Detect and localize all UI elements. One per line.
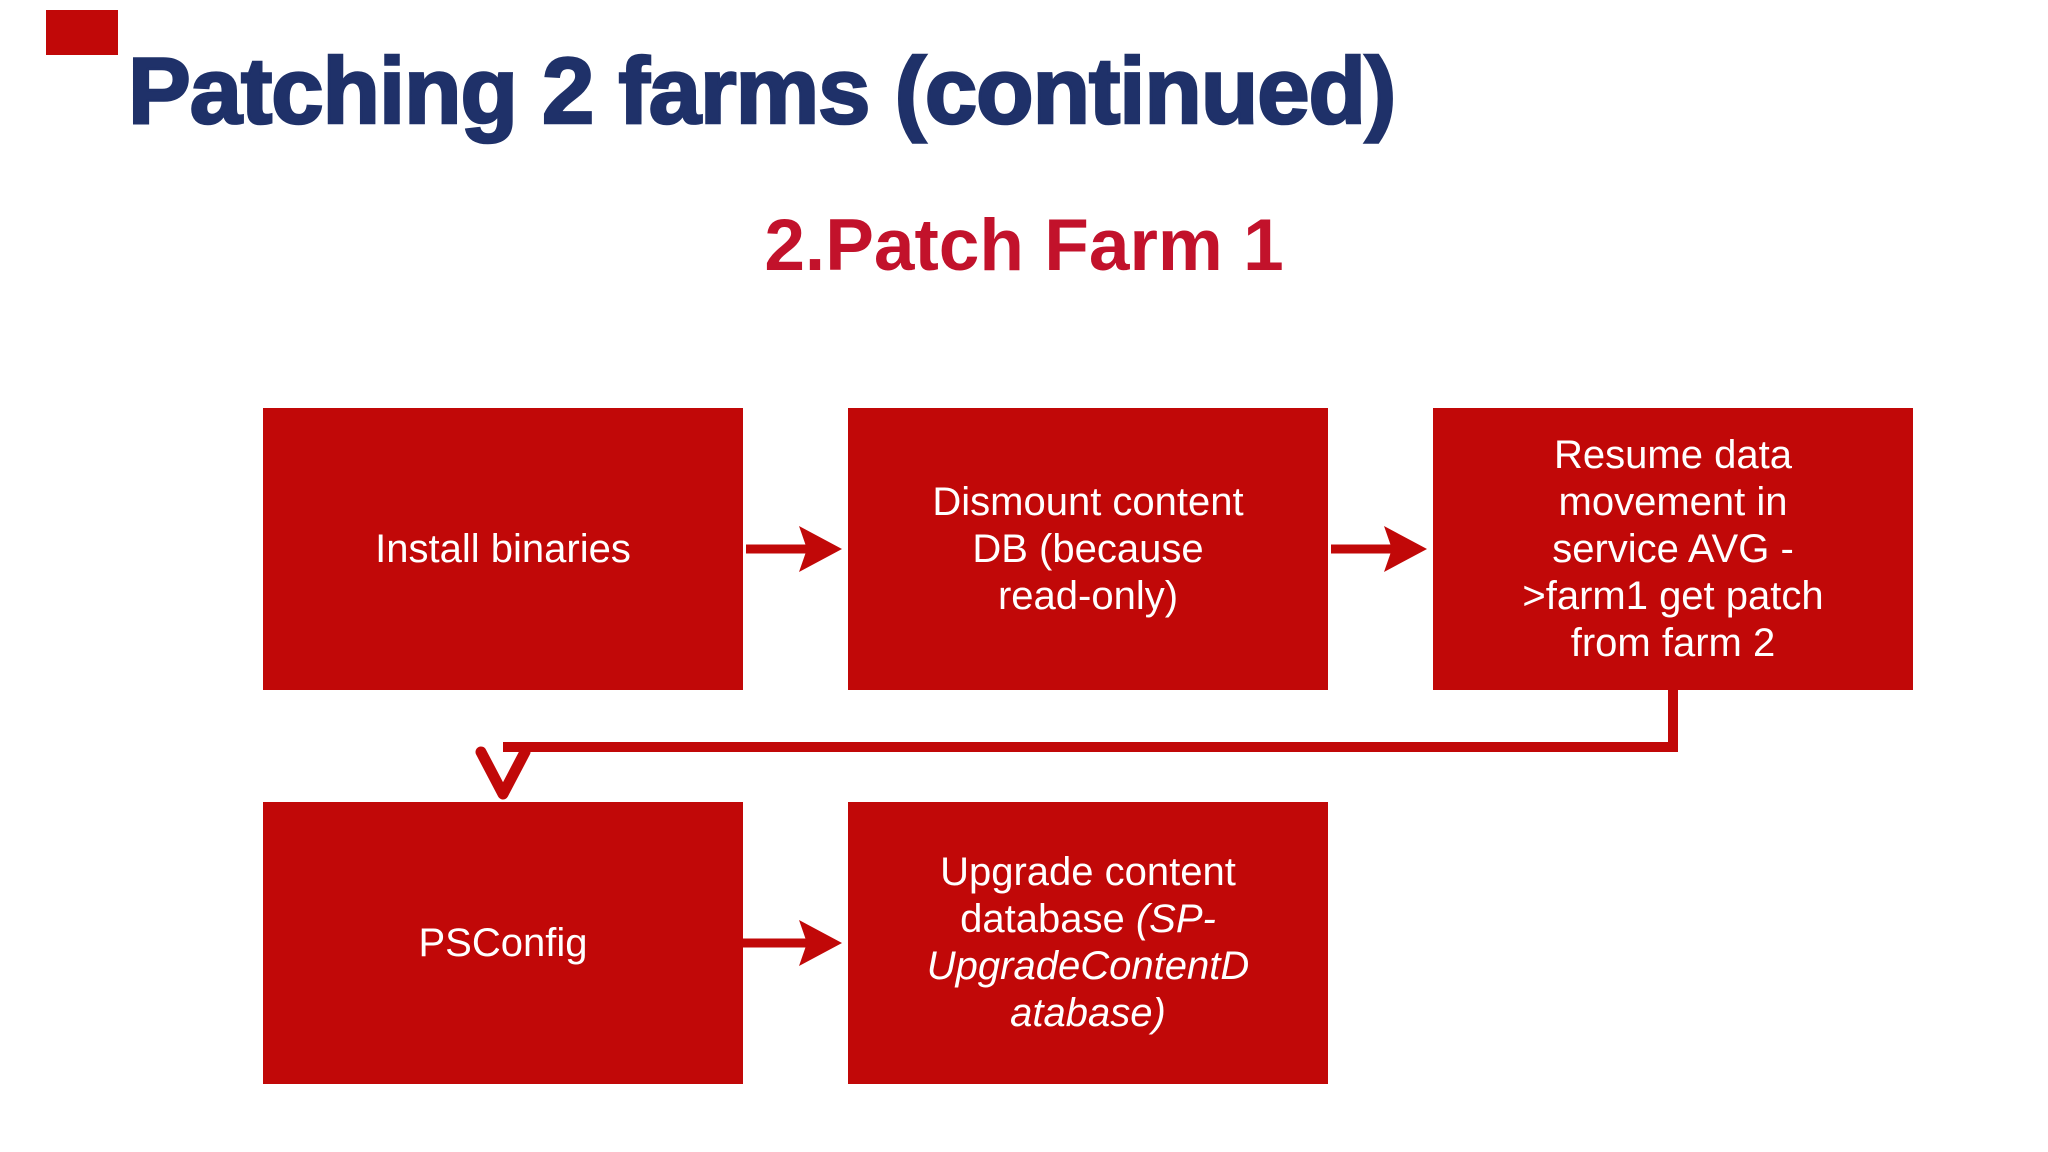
node-psconfig: PSConfig — [263, 802, 743, 1084]
node-resume-data-movement: Resume data movement in service AVG - >f… — [1433, 408, 1913, 690]
slide-subtitle: 2.Patch Farm 1 — [764, 205, 1284, 286]
slide-title: Patching 2 farms (continued) — [127, 38, 1398, 143]
node-label-line: database (SP- — [848, 896, 1328, 943]
node-label-line: >farm1 get patch — [1522, 573, 1824, 618]
slide-subtitle-wrap: 2.Patch Farm 1 — [0, 209, 2048, 282]
node-dismount-content-db: Dismount content DB (because read-only) — [848, 408, 1328, 690]
node-install-binaries: Install binaries — [263, 408, 743, 690]
elbow-connector-resume-to-psconfig — [475, 690, 1678, 800]
node-label-line: DB (because — [972, 526, 1204, 571]
node-label-italic: (SP- — [1135, 897, 1216, 941]
node-label-line: Dismount content — [932, 479, 1244, 524]
arrow-install-to-dismount — [746, 526, 842, 572]
node-label-line: UpgradeContentD — [926, 944, 1250, 988]
node-label-line: service AVG - — [1552, 526, 1794, 571]
node-label: Install binaries — [375, 526, 631, 571]
node-label-line: read-only) — [997, 573, 1179, 618]
node-label: PSConfig — [418, 920, 588, 965]
node-label-line: atabase) — [1010, 991, 1166, 1035]
node-label-line: Resume data — [1554, 432, 1792, 477]
node-label-line: Upgrade content — [940, 850, 1236, 894]
arrow-dismount-to-resume — [1331, 526, 1427, 572]
node-label-plain: database — [960, 897, 1136, 941]
node-label-line: movement in — [1558, 479, 1788, 524]
red-corner-mark — [46, 10, 118, 55]
node-upgrade-content-database: Upgrade content database (SP- UpgradeCon… — [848, 802, 1328, 1084]
node-label-line: from farm 2 — [1570, 620, 1776, 665]
arrow-psconfig-to-upgrade — [738, 920, 842, 966]
